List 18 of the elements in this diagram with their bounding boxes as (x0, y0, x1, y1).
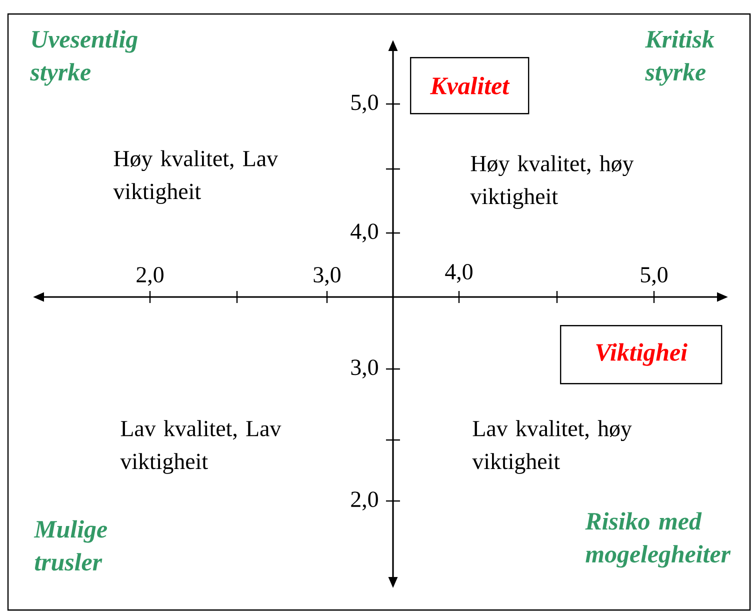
tick-label: 5,0 (641, 267, 668, 286)
tick-label: 4,0 (350, 224, 378, 242)
quadrant-title: Kritisk styrke (645, 30, 714, 86)
quadrant-title: Risiko med mogelegheiter (585, 512, 731, 568)
quadrant-description: Lav kvalitet, høy viktigheit (472, 420, 632, 474)
tick-label: 2,0 (351, 492, 378, 510)
tick-label: 3,0 (314, 267, 340, 286)
axis-title-box: Viktighei (560, 325, 722, 384)
quadrant-description: Høy kvalitet, Lav viktigheit (113, 150, 278, 204)
quadrant-description: Høy kvalitet, høy viktigheit (470, 155, 634, 209)
tick-label: 2,0 (136, 267, 164, 286)
axis-title-box: Kvalitet (410, 57, 530, 114)
tick-label: 5,0 (352, 94, 378, 114)
tick-label: 4,0 (445, 264, 472, 283)
quadrant-title: Mulige trusler (34, 520, 107, 571)
quadrant-title: Uvesentlig styrke (30, 30, 138, 86)
tick-label: 3,0 (351, 360, 378, 378)
quadrant-description: Lav kvalitet, Lav viktigheit (120, 420, 282, 474)
